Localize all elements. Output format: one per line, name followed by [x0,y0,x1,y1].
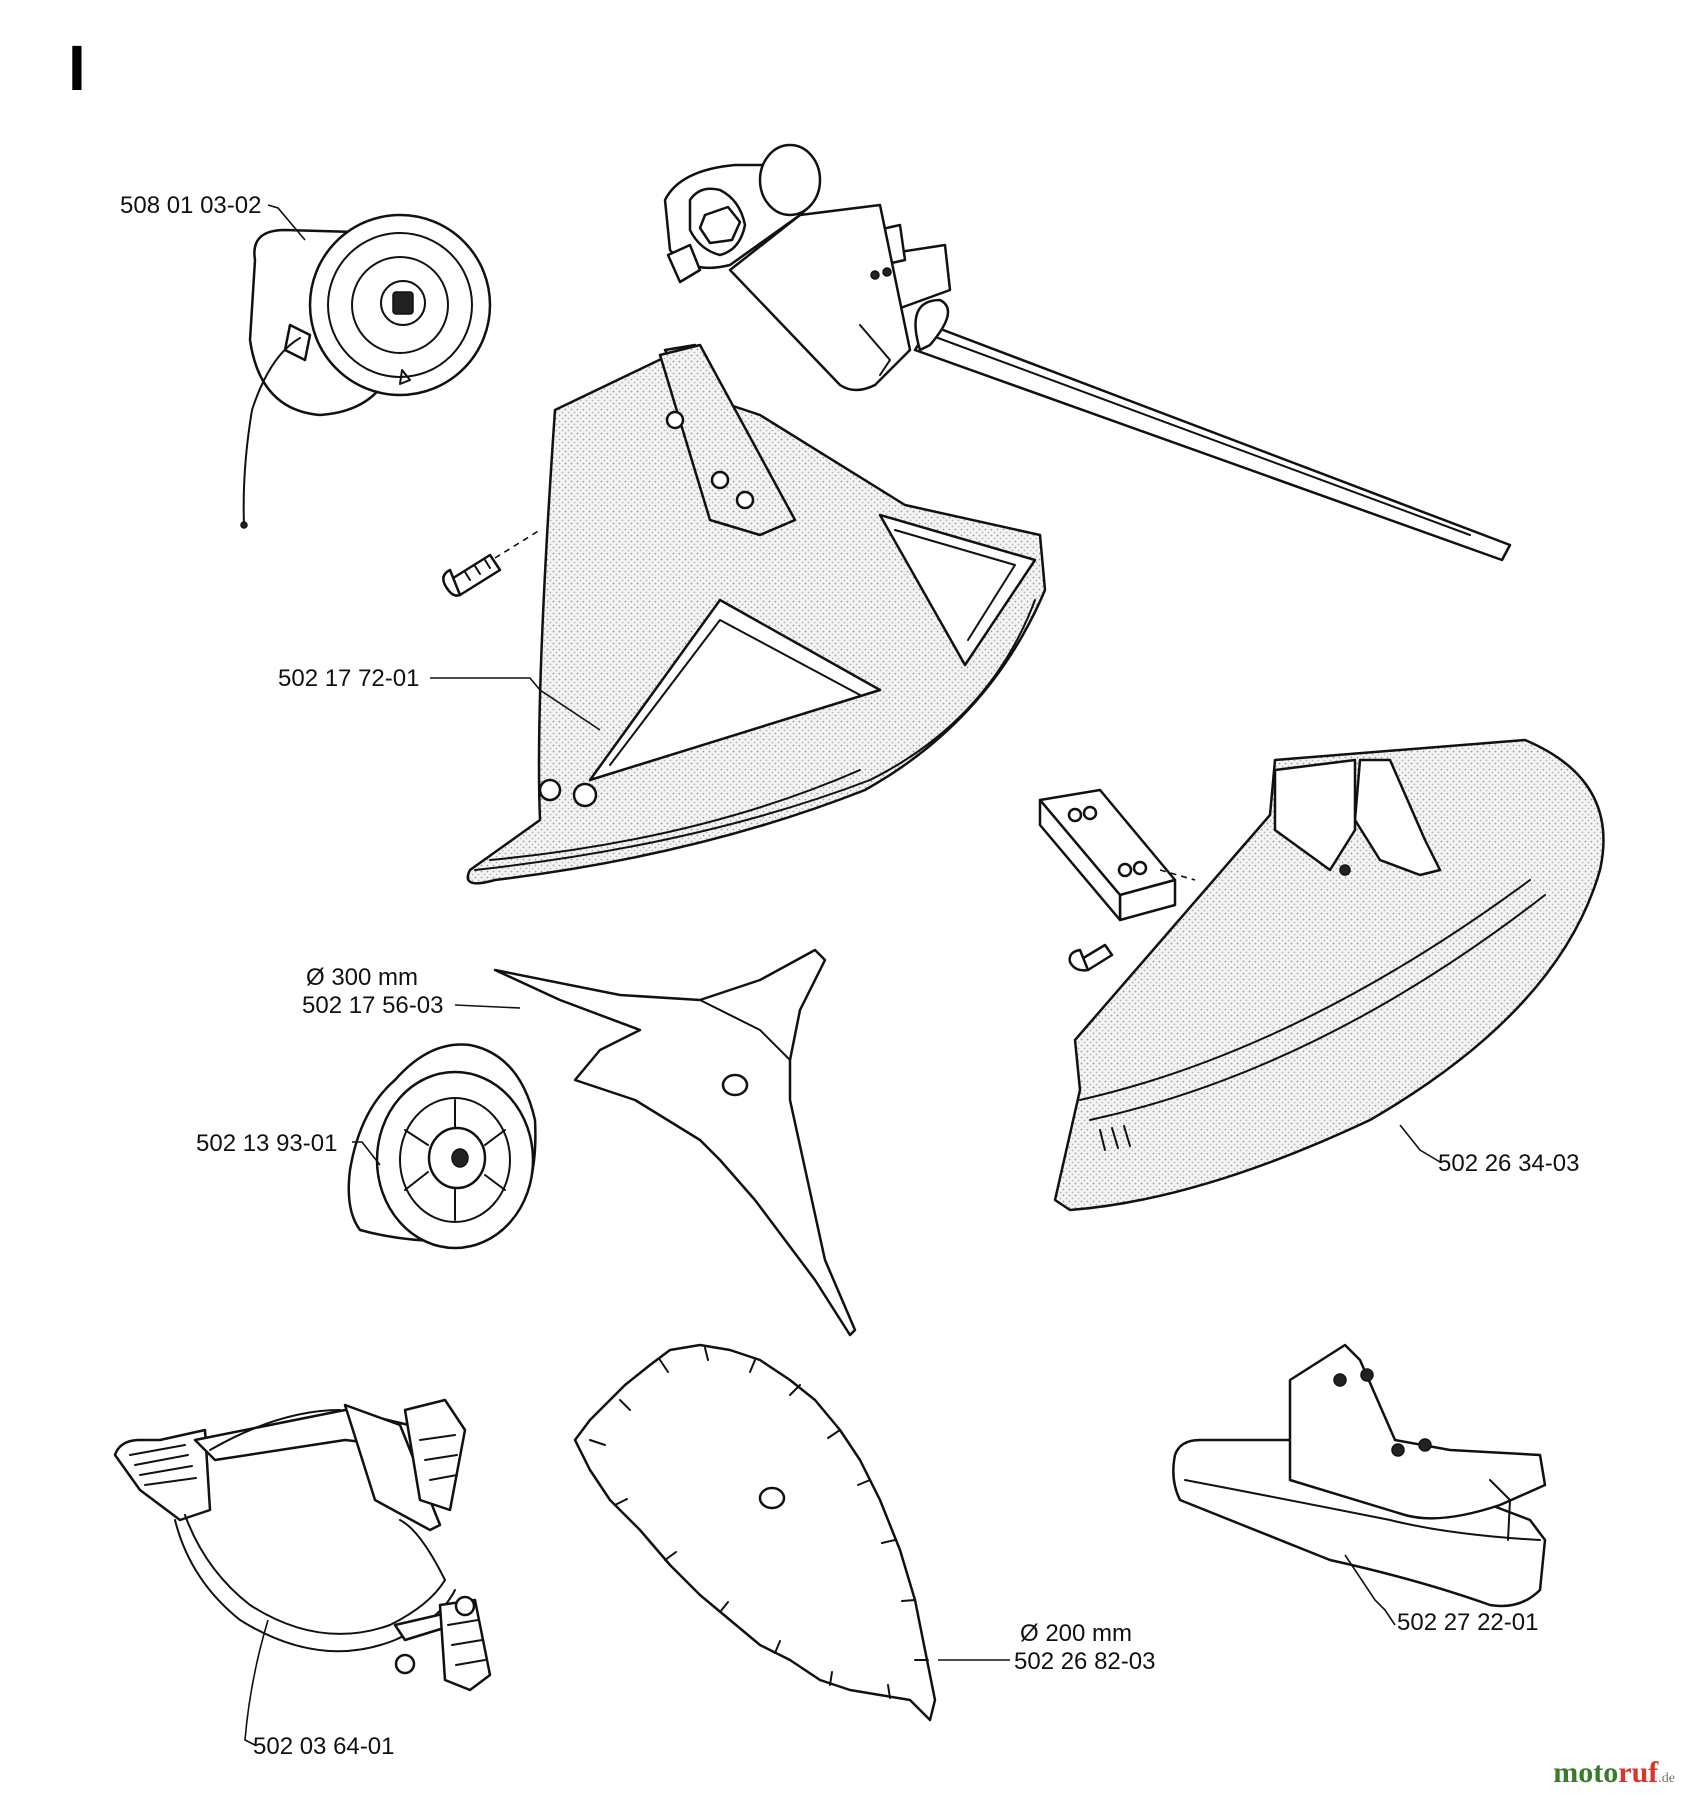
mounting-plate-illustration [1038,788,1196,972]
watermark-logo: motoruf.de [1553,1756,1675,1790]
part-label-support-cup: 502 13 93-01 [196,1130,337,1158]
watermark-part2: ruf [1618,1756,1659,1789]
leader-support-cup [352,1141,381,1166]
guard-screw-illustration [442,529,541,597]
part-number: 502 03 64-01 [253,1733,395,1760]
part-number: 502 17 56-03 [302,992,444,1019]
leader-guard-round [1399,1124,1441,1163]
large-guard-illustration [466,343,1047,885]
part-label-trimmer-head: 508 01 03-02 [120,192,261,220]
part-number: 502 27 22-01 [1397,1609,1539,1636]
section-label: I [68,32,86,104]
leader-trimmer-head [267,204,306,241]
round-guard-illustration [1053,738,1605,1212]
part-number: 502 26 82-03 [1014,1648,1156,1675]
part-diameter: Ø 300 mm [306,964,419,991]
part-label-harness-bow: 502 03 64-01 [253,1733,394,1761]
part-diameter: Ø 200 mm [1020,1620,1133,1647]
small-guard-illustration [1172,1343,1547,1608]
harness-bow-illustration [113,1398,492,1692]
support-cup-illustration [347,1043,537,1250]
leader-blade-3-tooth [454,1004,521,1009]
leader-guard-small [1344,1554,1396,1626]
leader-harness-bow [244,1619,269,1746]
part-label-guard-round: 502 26 34-03 [1438,1150,1579,1178]
leader-guard-large [430,677,601,731]
part-number: 502 26 34-03 [1438,1150,1580,1177]
shaft-gear-head-illustration [663,143,1512,562]
trimmer-head-illustration [240,213,492,529]
watermark-suffix: .de [1658,1771,1675,1786]
part-label-saw-blade: Ø 200 mm 502 26 82-03 [1014,1620,1155,1676]
saw-blade-illustration [573,1343,937,1722]
part-label-blade-3-tooth: Ø 300 mm 502 17 56-03 [302,964,443,1020]
part-number: 502 13 93-01 [196,1130,338,1157]
part-number: 508 01 03-02 [120,192,262,219]
part-number: 502 17 72-01 [278,665,420,692]
watermark-part1: moto [1553,1756,1619,1789]
part-label-guard-small: 502 27 22-01 [1397,1609,1538,1637]
part-label-guard-large: 502 17 72-01 [278,665,419,693]
three-tooth-blade-illustration [493,948,857,1337]
